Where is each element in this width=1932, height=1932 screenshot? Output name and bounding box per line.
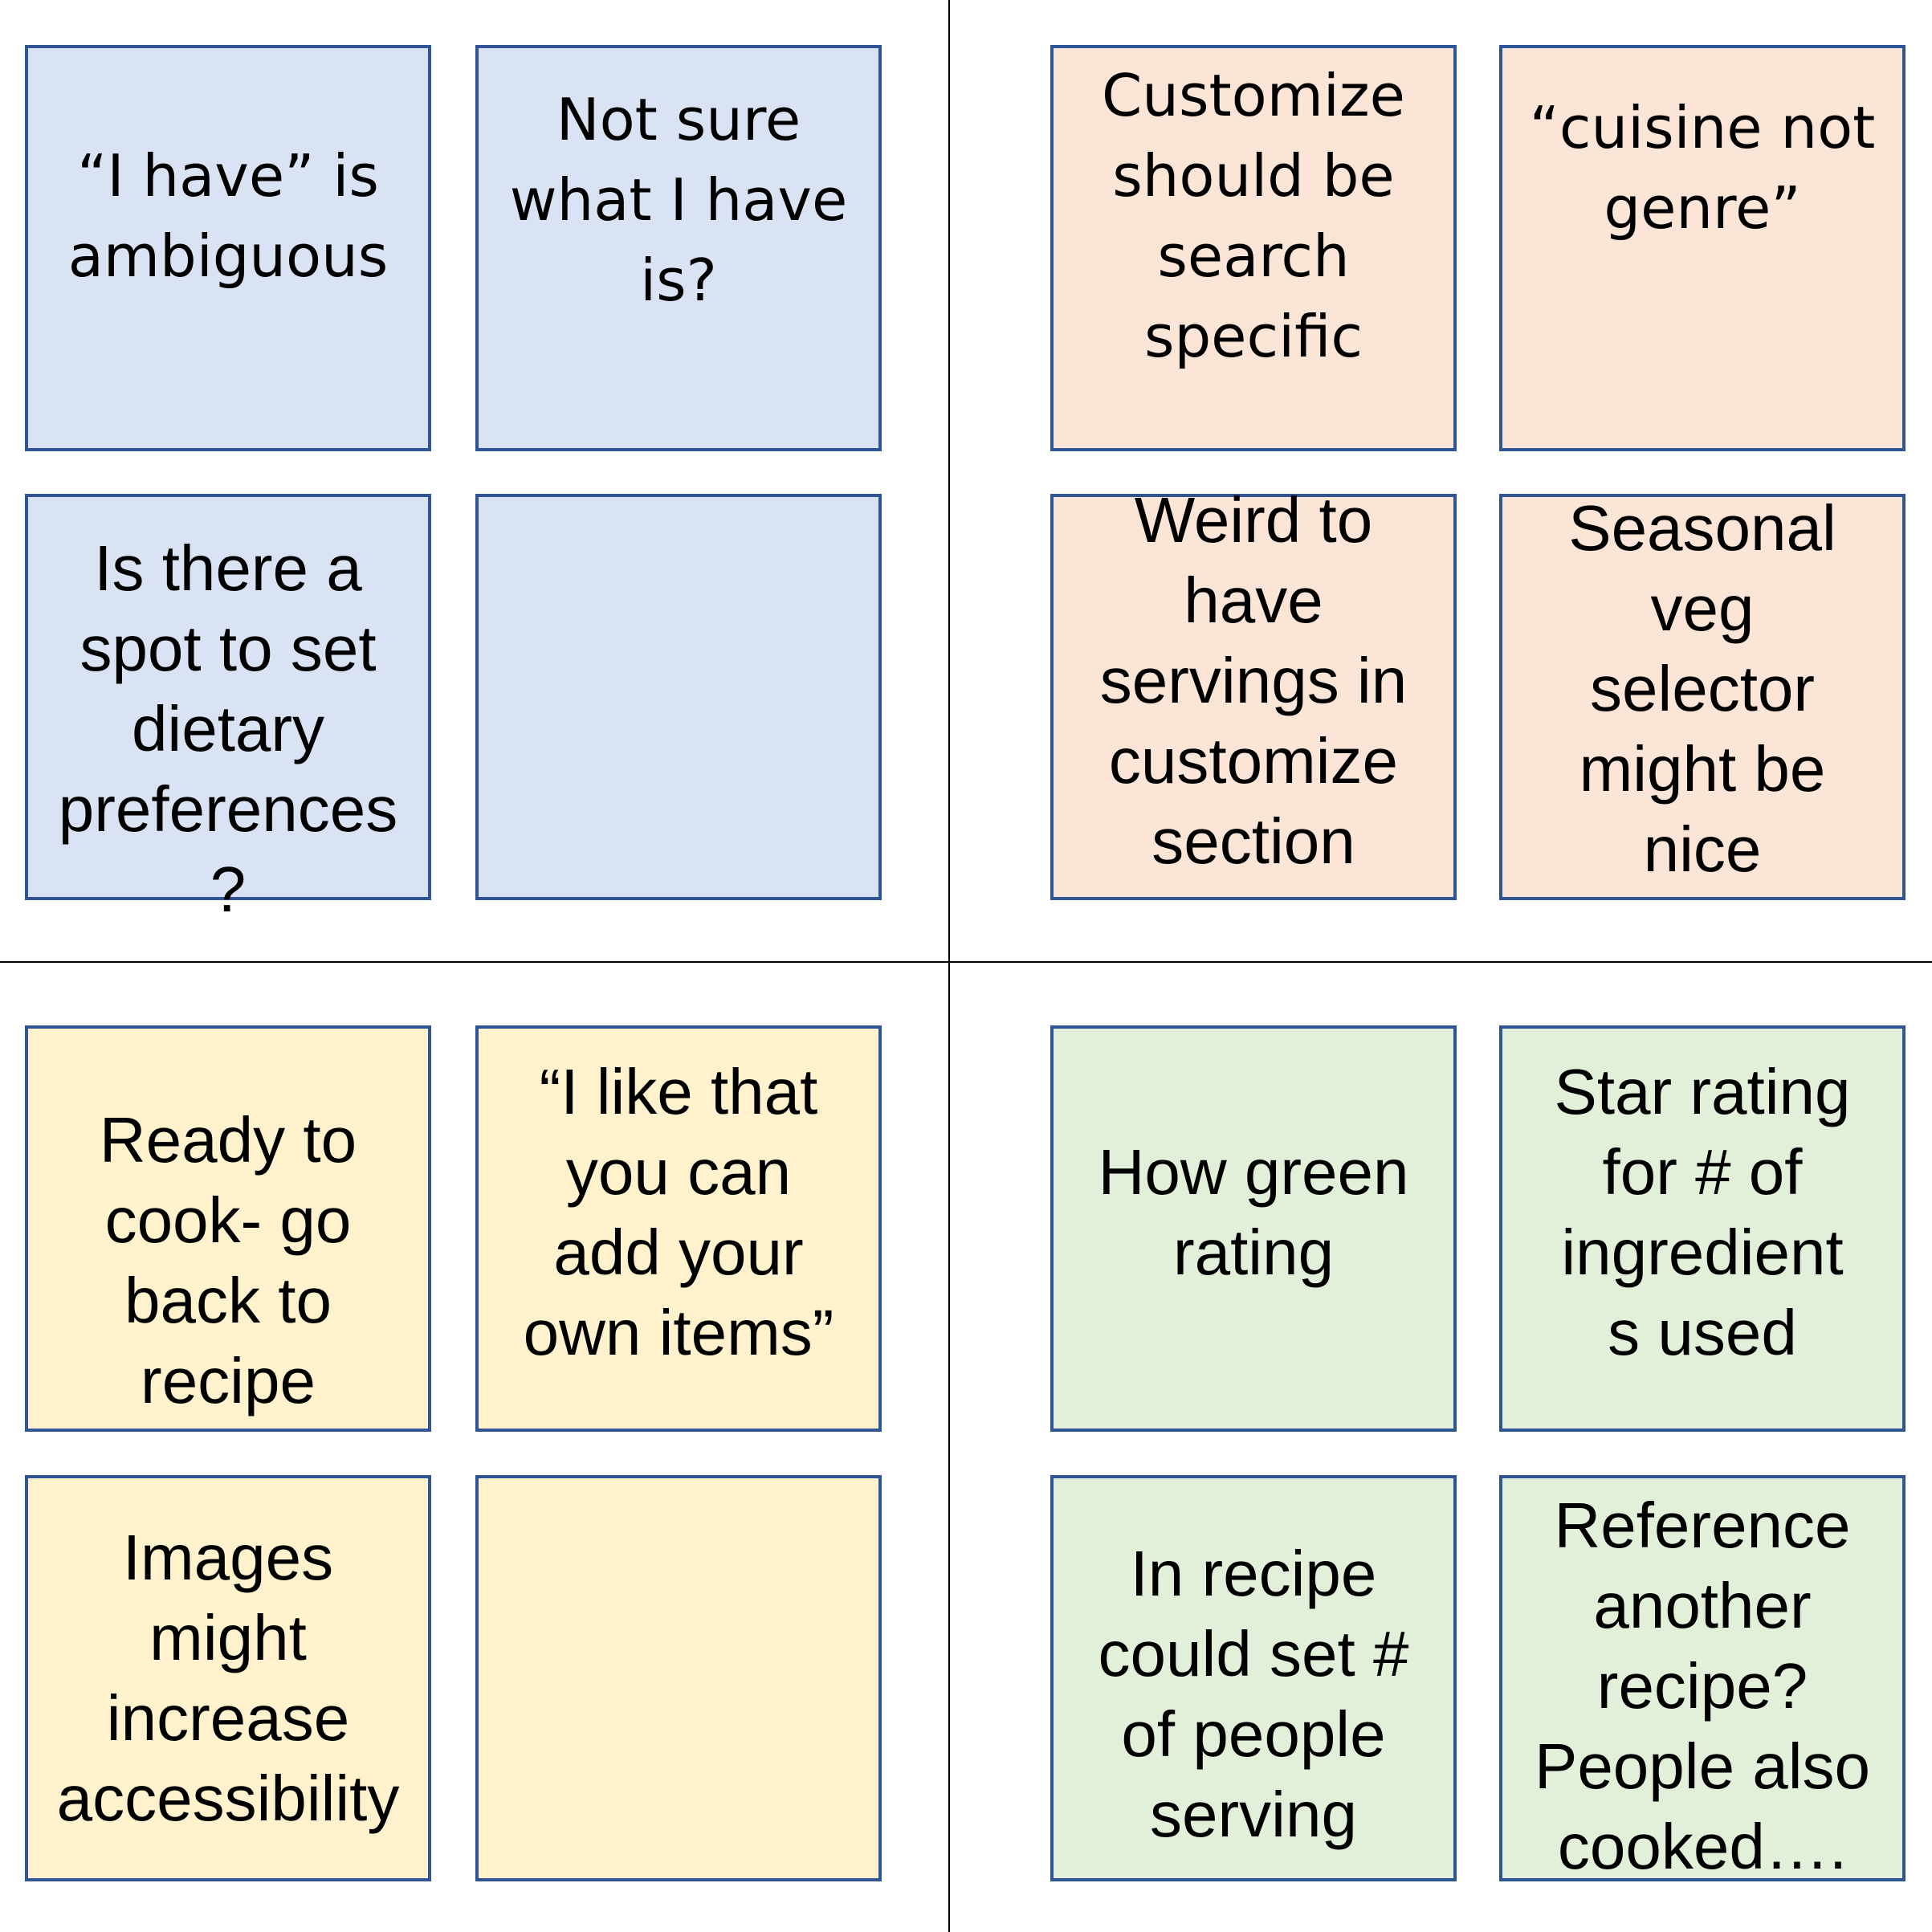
sticky-note-text: “I have” is ambiguous [67,142,389,290]
sticky-note-text: “I like that you can add your own items” [523,1056,834,1368]
sticky-note-text: Customize should be search specific [1102,62,1405,370]
sticky-note: Star rating for # of ingredient s used [1499,1025,1906,1432]
sticky-note-blank [475,494,882,900]
sticky-note-text: Images might increase accessibility [56,1522,400,1834]
sticky-note: Customize should be search specific [1050,45,1457,451]
sticky-note: Weird to have servings in customize sect… [1050,484,1457,900]
sticky-note: “I have” is ambiguous [25,45,431,451]
sticky-note: “cuisine not genre” [1499,45,1906,451]
sticky-note-text: How green rating [1098,1136,1409,1288]
sticky-note-text: Star rating for # of ingredient s used [1554,1056,1851,1368]
sticky-note: How green rating [1050,1025,1457,1432]
sticky-note-text: “cuisine not genre” [1529,94,1876,242]
sticky-note-text: Reference another recipe? People also co… [1534,1490,1871,1882]
sticky-note: Reference another recipe? People also co… [1499,1475,1906,1882]
sticky-note-text: Seasonal veg selector might be nice [1568,492,1836,885]
sticky-note: Seasonal veg selector might be nice [1499,492,1906,900]
sticky-note: Is there a spot to set dietary preferenc… [25,494,431,925]
sticky-note-text: Not sure what I have is? [509,86,848,314]
sticky-note: In recipe could set # of people serving [1050,1475,1457,1881]
sticky-note-text: Ready to cook- go back to recipe [99,1104,357,1416]
sticky-note-text: In recipe could set # of people serving [1098,1538,1409,1850]
sticky-note: Ready to cook- go back to recipe [25,1025,431,1432]
sticky-note: Not sure what I have is? [475,45,882,451]
sticky-note-text: Is there a spot to set dietary preferenc… [58,532,398,925]
sticky-note-text: Weird to have servings in customize sect… [1099,484,1408,877]
sticky-note: Images might increase accessibility [25,1475,431,1881]
sticky-note: “I like that you can add your own items” [475,1025,882,1432]
sticky-note-blank [475,1475,882,1881]
vertical-divider [948,0,950,1932]
horizontal-divider [0,961,1932,963]
